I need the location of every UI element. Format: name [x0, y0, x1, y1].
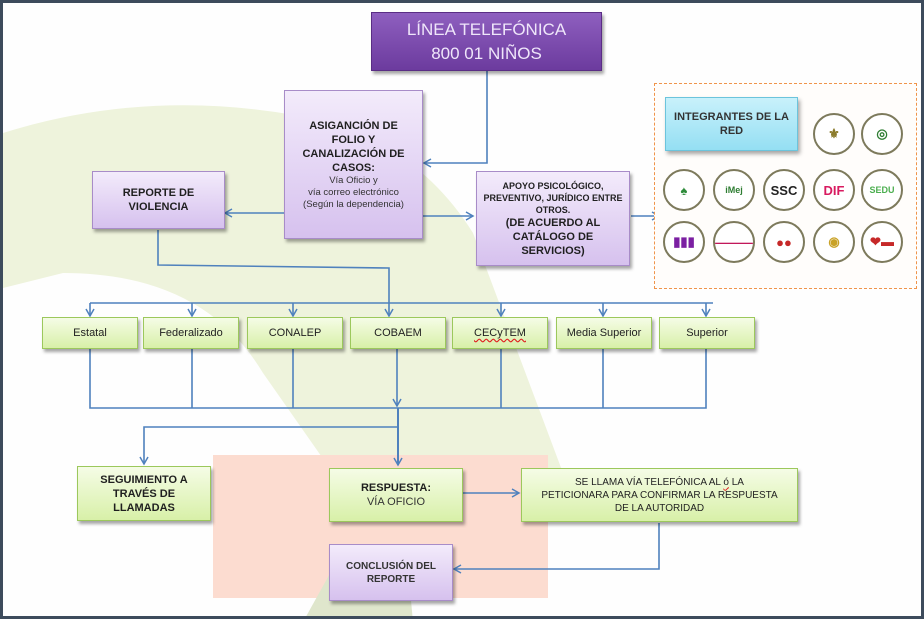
- category-label: CONALEP: [268, 327, 322, 339]
- category-label: COBAEM: [374, 327, 422, 339]
- category-label: Federalizado: [159, 327, 223, 339]
- reporte-line-2: VIOLENCIA: [128, 201, 189, 213]
- category-box: Superior: [659, 317, 755, 349]
- hotline-title-box: LÍNEA TELEFÓNICA 800 01 NIÑOS: [371, 12, 602, 71]
- red-heading-1: INTEGRANTES DE LA: [674, 111, 789, 123]
- category-label: CECyTEM: [474, 327, 526, 339]
- sedu-logo: SEDU: [861, 169, 903, 211]
- conclusion-box: CONCLUSIÓN DEL REPORTE: [329, 544, 453, 601]
- asignacion-detail-2: vía correo electrónico: [308, 186, 399, 198]
- gold-logo: ◉: [813, 221, 855, 263]
- asignacion-heading-2: FOLIO Y: [331, 133, 376, 146]
- circles-logo: ●●: [763, 221, 805, 263]
- category-box: CONALEP: [247, 317, 343, 349]
- red-heading-box: INTEGRANTES DE LA RED: [665, 97, 798, 151]
- apoyo-large-2: CATÁLOGO DE: [512, 230, 594, 243]
- asignacion-box: ASIGANCIÓN DE FOLIO Y CANALIZACIÓN DE CA…: [284, 90, 423, 239]
- category-box: Estatal: [42, 317, 138, 349]
- hotline-title-line2: 800 01 NIÑOS: [431, 43, 542, 63]
- salud-logo: ♠: [663, 169, 705, 211]
- dif-logo: DIF: [813, 169, 855, 211]
- conclusion-line-2: REPORTE: [366, 573, 416, 585]
- connector-title-asignacion: [422, 71, 488, 168]
- reporte-line-1: REPORTE DE: [122, 187, 195, 199]
- asignacion-heading-4: CASOS:: [332, 161, 375, 174]
- secretaria-logo: ◎: [861, 113, 903, 155]
- respuesta-box: RESPUESTA: VÍA OFICIO: [329, 468, 463, 522]
- llamada-line-1-mark: ó: [723, 476, 729, 488]
- apoyo-small-1: APOYO PSICOLÓGICO,: [502, 180, 604, 191]
- ssc-logo: SSC: [763, 169, 805, 211]
- bars-logo: ▮▮▮: [663, 221, 705, 263]
- red-green-logo: ❤▬: [861, 221, 903, 263]
- seguimiento-line-1: SEGUIMIENTO A: [100, 473, 188, 486]
- category-box: Federalizado: [143, 317, 239, 349]
- seguimiento-line-2: TRAVÉS DE: [112, 487, 176, 500]
- apoyo-small-3: OTROS.: [535, 204, 571, 215]
- reporte-violencia-box: REPORTE DE VIOLENCIA: [92, 171, 225, 229]
- asignacion-detail-3: (Según la dependencia): [303, 198, 404, 210]
- llamada-line-1-pre: SE LLAMA VÍA TELEFÓNICA AL: [575, 476, 724, 488]
- apoyo-large-1: (DE ACUERDO AL: [505, 216, 601, 229]
- category-label: Superior: [686, 327, 728, 339]
- connector-llamada-conclusion: [452, 523, 660, 574]
- connector-collector-seguimiento: [139, 426, 398, 466]
- conclusion-line-1: CONCLUSIÓN DEL: [346, 560, 436, 572]
- imej-logo: iMej: [713, 169, 755, 211]
- connectors: [85, 71, 713, 574]
- asignacion-heading-1: ASIGANCIÓN DE: [309, 119, 398, 132]
- category-box: COBAEM: [350, 317, 446, 349]
- llamada-line-1-post: LA: [728, 476, 744, 488]
- apoyo-large-3: SERVICIOS): [521, 244, 585, 257]
- asignacion-detail-1: Vía Oficio y: [329, 174, 378, 186]
- category-box: CECyTEM: [452, 317, 548, 349]
- apoyo-small-2: PREVENTIVO, JURÍDICO ENTRE: [483, 192, 623, 203]
- category-box: Media Superior: [556, 317, 652, 349]
- asignacion-heading-3: CANALIZACIÓN DE: [302, 147, 405, 160]
- seguimiento-box: SEGUIMIENTO A TRAVÉS DE LLAMADAS: [77, 466, 211, 521]
- category-collector: [89, 349, 707, 409]
- respuesta-detail: VÍA OFICIO: [366, 496, 426, 508]
- llamada-box: SE LLAMA VÍA TELEFÓNICA AL ó LA PETICION…: [521, 468, 798, 522]
- llamada-line-3: DE LA AUTORIDAD: [614, 502, 705, 514]
- hotline-title-line1: LÍNEA TELEFÓNICA: [406, 19, 567, 39]
- llamada-line-2: PETICIONARA PARA CONFIRMAR LA RESPUESTA: [541, 489, 778, 501]
- red-heading-2: RED: [719, 125, 744, 137]
- escudo-edomex-logo: ⚜: [813, 113, 855, 155]
- apoyo-box: APOYO PSICOLÓGICO, PREVENTIVO, JURÍDICO …: [476, 171, 630, 266]
- category-label: Media Superior: [566, 327, 642, 339]
- category-label: Estatal: [73, 327, 107, 339]
- instituto-logo: ———: [713, 221, 755, 263]
- connector-reporte-bus: [157, 230, 394, 318]
- llamada-line-1: SE LLAMA VÍA TELEFÓNICA AL ó LA: [575, 476, 744, 489]
- respuesta-heading: RESPUESTA:: [360, 482, 432, 494]
- seguimiento-line-3: LLAMADAS: [113, 501, 175, 514]
